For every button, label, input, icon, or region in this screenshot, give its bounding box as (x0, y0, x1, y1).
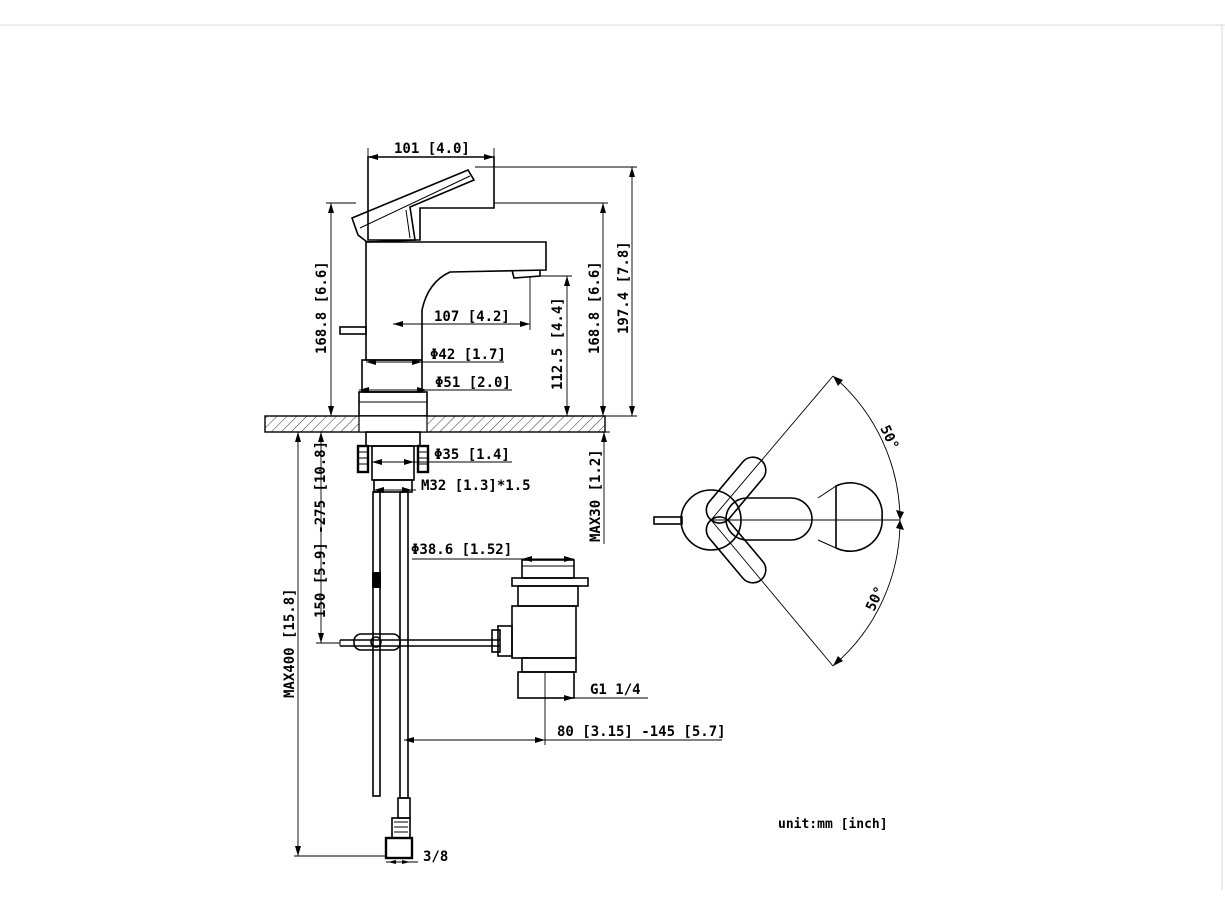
label-spout-reach: 107 [4.2] (434, 309, 510, 325)
label-base-42: Φ42 [1.7] (430, 347, 506, 363)
popup-linkage (339, 633, 500, 651)
label-shank-diameter: Φ35 [1.4] (434, 447, 510, 463)
label-spout-width: 101 [4.0] (394, 141, 470, 157)
faucet-top-view (653, 375, 904, 667)
pop-up-waste (491, 559, 589, 699)
label-body-height-right: 168.8 [6.6] (587, 261, 603, 354)
mounting-shank (356, 431, 430, 493)
dimension-lines (294, 148, 722, 864)
label-total-height: 197.4 [7.8] (616, 241, 632, 334)
label-rod-reach: 80 [3.15] -145 [5.7] (557, 724, 726, 740)
label-hose-connector: 3/8 (423, 849, 448, 865)
label-angle-upper: 50° (876, 423, 901, 453)
label-thread: M32 [1.3]*1.5 (421, 478, 531, 494)
label-waste-thread: G1 1/4 (590, 682, 641, 698)
countertop (264, 415, 606, 433)
label-rod-height: 150 [5.9] -275 [10.8] (313, 441, 329, 618)
supply-hoses (372, 491, 414, 860)
label-hose-length: MAX400 [15.8] (282, 588, 298, 698)
label-max-deck: MAX30 [1.2] (588, 449, 604, 542)
label-base-51: Φ51 [2.0] (435, 375, 511, 391)
label-spout-height: 112.5 [4.4] (550, 297, 566, 390)
dimension-labels: 101 [4.0] 107 [4.2] Φ42 [1.7] Φ51 [2.0] … (282, 141, 902, 865)
label-angle-lower: 50° (863, 584, 888, 614)
label-body-height-left: 168.8 [6.6] (314, 261, 330, 354)
label-waste-diameter: Φ38.6 [1.52] (411, 542, 512, 558)
unit-note: unit:mm [inch] (778, 817, 888, 832)
